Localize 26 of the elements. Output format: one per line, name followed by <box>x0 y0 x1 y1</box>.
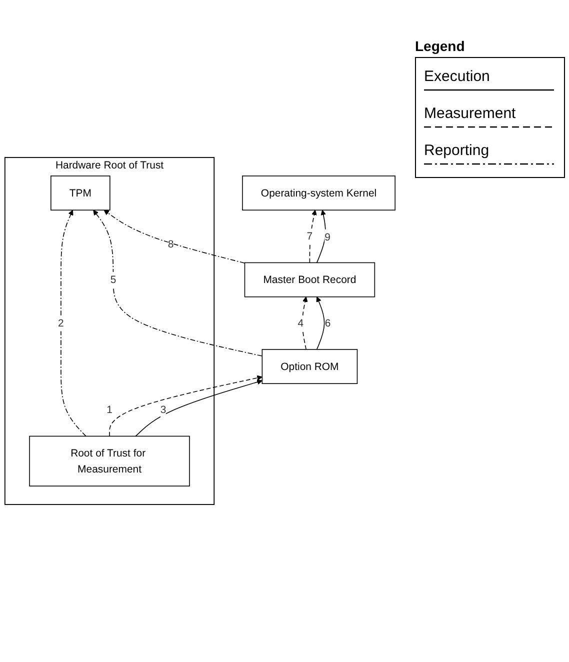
edge-label: 8 <box>168 238 174 250</box>
node-box: Root of Trust for Measurement <box>29 436 190 486</box>
node-box: Master Boot Record <box>244 262 376 298</box>
edge-label: 1 <box>106 404 112 416</box>
edge-label: 4 <box>298 317 304 329</box>
arrow <box>93 210 263 356</box>
edge-label: 5 <box>110 274 116 286</box>
arrow <box>309 210 317 264</box>
legend-title: Legend <box>415 38 465 54</box>
node-box: Option ROM <box>262 349 358 384</box>
edge-label: 9 <box>324 231 330 243</box>
arrow <box>316 296 325 350</box>
legend-text: Reporting <box>424 142 490 159</box>
edge-label: 6 <box>324 317 331 329</box>
arrow <box>135 379 262 437</box>
legend-text: Execution <box>424 68 490 85</box>
arrow <box>316 210 326 264</box>
node-box: Operating-system Kernel <box>242 176 396 210</box>
edge-label: 3 <box>160 404 166 416</box>
node-box: TPM <box>50 176 110 210</box>
edge-label: 2 <box>58 317 64 329</box>
arrow <box>104 210 246 264</box>
arrow <box>60 210 86 437</box>
arrow <box>109 375 262 437</box>
edge-label: 7 <box>306 230 313 242</box>
legend-text: Measurement <box>424 105 516 122</box>
